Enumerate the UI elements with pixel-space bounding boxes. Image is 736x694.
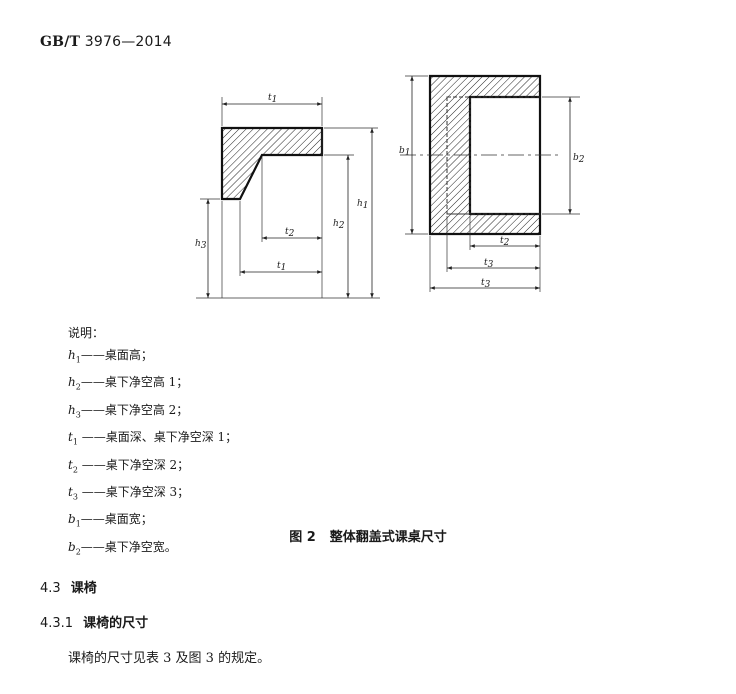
desk-side-profile bbox=[220, 126, 324, 201]
legend-text: ——桌面高； bbox=[80, 348, 153, 362]
legend-symbol: t1 bbox=[68, 430, 78, 447]
body-paragraph: 课椅的尺寸见表 3 及图 3 的规定。 bbox=[68, 651, 271, 666]
section-number: 4.3 bbox=[40, 581, 61, 596]
desk-dimension-figure: t1 t2 t1 h1 h2 h3 b1 b2 t2 t3 t3 bbox=[195, 74, 585, 299]
standard-number: 3976—2014 bbox=[84, 34, 172, 50]
section-number: 4.3.1 bbox=[40, 616, 74, 631]
legend-symbol: t3 bbox=[68, 484, 78, 502]
label-t1-top: t1 bbox=[268, 93, 277, 105]
label-b2: b2 bbox=[573, 153, 585, 165]
legend-text: ——桌下净空高 2； bbox=[80, 402, 189, 417]
legend-text: ——桌面宽； bbox=[80, 512, 153, 527]
legend-symbol: b2 bbox=[68, 539, 81, 557]
label-t3-mid: t3 bbox=[484, 258, 494, 270]
legend-text: ——桌下净空深 3； bbox=[77, 484, 190, 499]
label-h2: h2 bbox=[333, 219, 345, 231]
label-h3: h3 bbox=[195, 239, 207, 251]
legend-item: h3——桌下净空高 2； bbox=[68, 399, 237, 426]
legend-symbol: h3 bbox=[68, 402, 81, 420]
legend-text: ——桌面深、桌下净空深 1； bbox=[77, 430, 238, 445]
figure-title: 整体翻盖式课桌尺寸 bbox=[329, 530, 447, 545]
legend-symbol: t2 bbox=[68, 457, 78, 474]
legend-symbol: h1 bbox=[68, 348, 81, 365]
section-heading-4-3-1: 4.3.1 课椅的尺寸 bbox=[40, 612, 148, 631]
label-t2-right: t2 bbox=[500, 236, 510, 248]
section-title: 课椅 bbox=[70, 581, 97, 596]
legend-symbol: b1 bbox=[68, 512, 81, 529]
legend-title: 说明： bbox=[68, 326, 105, 340]
legend-text: ——桌下净空深 2； bbox=[77, 457, 190, 472]
legend-item: h1——桌面高； bbox=[68, 344, 237, 371]
legend-item: h2——桌下净空高 1； bbox=[68, 371, 237, 398]
legend-text: ——桌下净空宽。 bbox=[80, 539, 177, 554]
figure-caption: 图 2 整体翻盖式课桌尺寸 bbox=[0, 526, 736, 545]
legend-item: b2——桌下净空宽。 bbox=[68, 536, 237, 563]
label-t3-bottom: t3 bbox=[481, 278, 491, 290]
label-h1: h1 bbox=[357, 199, 369, 211]
label-t2: t2 bbox=[285, 227, 295, 239]
legend-text: ——桌下净空高 1； bbox=[80, 375, 189, 390]
standard-header: GB/T 3976—2014 bbox=[40, 34, 172, 50]
legend-item: t2 ——桌下净空深 2； bbox=[68, 454, 237, 481]
legend-item: t3 ——桌下净空深 3； bbox=[68, 481, 237, 508]
label-t1-bottom: t1 bbox=[277, 261, 286, 273]
legend-item: b1——桌面宽； bbox=[68, 508, 237, 535]
section-title: 课椅的尺寸 bbox=[83, 616, 149, 631]
section-heading-4-3: 4.3 课椅 bbox=[40, 577, 97, 596]
figure-number: 图 2 bbox=[289, 530, 316, 545]
standard-code: GB/T bbox=[40, 34, 81, 50]
figure-legend: 说明： h1——桌面高；h2——桌下净空高 1；h3——桌下净空高 2；t1 —… bbox=[68, 322, 237, 563]
legend-item: t1 ——桌面深、桌下净空深 1； bbox=[68, 426, 237, 453]
legend-symbol: h2 bbox=[68, 375, 81, 392]
label-b1: b1 bbox=[399, 146, 411, 158]
